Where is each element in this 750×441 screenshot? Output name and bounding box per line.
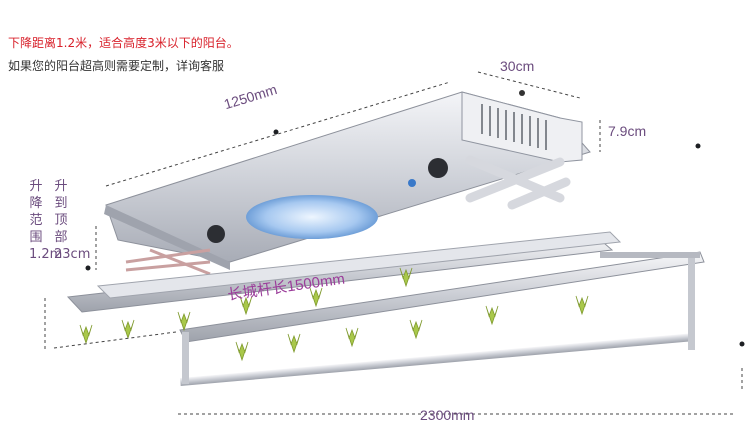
descent-note: 下降距离1.2米，适合高度3米以下的阳台。: [8, 36, 239, 50]
height-dim-79: 7.9cm: [608, 123, 647, 139]
width-dim-30: 30cm: [500, 58, 535, 74]
clips-lower: [235, 319, 423, 362]
lift-top-label: 升到顶部23cm: [54, 179, 91, 262]
total-length-2300: 2300mm: [420, 407, 475, 423]
scissor-arm-right: [465, 155, 571, 210]
fan-right: [428, 158, 448, 178]
dim-lines: [44, 71, 743, 415]
motor-box: [461, 90, 583, 163]
dim-dots: [85, 129, 745, 347]
fan-left: [207, 225, 225, 243]
led-lamp: [246, 195, 378, 239]
clips-upper: [79, 267, 589, 345]
lower-bar: [179, 258, 695, 386]
scissor-arm-left: [125, 248, 211, 276]
custom-note: 如果您的阳台超高则需要定制，详询客服: [8, 59, 225, 73]
lift-range-label: 升降范围1.2m: [29, 179, 63, 262]
